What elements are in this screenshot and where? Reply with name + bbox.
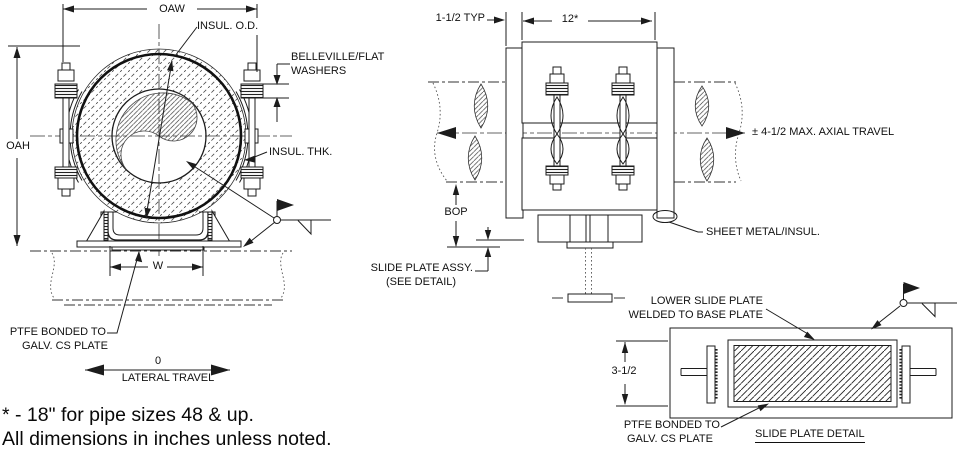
oaw-dimension — [62, 4, 258, 72]
pipe-break-lenses — [467, 83, 715, 182]
oah-dim-label: OAH — [6, 140, 30, 152]
ptfe-detail-label-line2: GALV. CS PLATE — [626, 433, 713, 445]
note-dimensions: All dimensions in inches unless noted. — [2, 428, 332, 450]
detail-view — [616, 282, 957, 428]
clamp-bolt-right — [240, 62, 264, 197]
spring-bolt-right — [611, 66, 635, 191]
typ-dimension — [487, 12, 656, 46]
oah-dimension — [8, 45, 80, 246]
insul-thk-leader — [244, 151, 268, 163]
twelve-dim-label: 12* — [561, 13, 579, 25]
side-view — [428, 12, 745, 303]
sheet-metal-leader — [668, 221, 703, 233]
axial-travel-label: ± 4-1/2 MAX. AXIAL TRAVEL — [752, 126, 895, 138]
washer-dimension — [261, 63, 290, 122]
detail-title: SLIDE PLATE DETAIL — [755, 428, 865, 443]
lateral-travel-value: 0 — [154, 355, 162, 367]
ptfe-front-label-line1: PTFE BONDED TO — [9, 326, 106, 338]
sheet-metal-edge — [652, 210, 678, 223]
twelve-dimension — [523, 17, 652, 25]
w-dim-label: W — [152, 260, 164, 272]
belleville-washers-label-line1: BELLEVILLE/FLAT — [291, 51, 385, 63]
ptfe-plate-hatch — [733, 345, 892, 402]
note-pipe-sizes: * - 18" for pipe sizes 48 & up. — [2, 404, 254, 426]
support-beam-phantom — [30, 250, 292, 306]
pipe-circle — [111, 88, 207, 184]
sheet-metal-label: SHEET METAL/INSUL. — [706, 226, 820, 238]
slide-assy-dimension — [475, 227, 492, 272]
weld-flag-detail — [871, 282, 957, 330]
detail-fastener-right — [899, 345, 937, 404]
clamp-bolt-left — [54, 62, 78, 197]
detail-fastener-left — [680, 345, 718, 404]
typ-dim-label: 1-1/2 TYP — [435, 12, 485, 24]
lateral-travel-arrow — [85, 364, 230, 376]
insulation-od-circle — [75, 52, 243, 220]
lower-plate-label-line2: WELDED TO BASE PLATE — [628, 309, 764, 321]
front-view — [8, 4, 331, 376]
pipe-cradle — [76, 209, 242, 251]
belleville-washers-label-line2: WASHERS — [291, 65, 347, 77]
slide-assy-label-line2: (SEE DETAIL) — [385, 276, 457, 288]
ptfe-front-label-line2: GALV. CS PLATE — [21, 340, 108, 352]
lower-plate-leader — [765, 308, 815, 340]
insul-od-label: INSUL. O.D. — [197, 20, 259, 32]
weld-flag-front — [186, 161, 331, 247]
clamp-body-side — [505, 41, 675, 219]
insul-thk-label: INSUL. THK. — [269, 146, 333, 158]
bop-dimension — [447, 184, 524, 248]
detail-height-dim-label: 3-1/2 — [611, 365, 637, 377]
slide-plate-assembly — [537, 214, 643, 249]
ptfe-detail-label-line1: PTFE BONDED TO — [623, 419, 720, 431]
oaw-dim-label: OAW — [159, 3, 185, 15]
axial-arrow-left — [437, 127, 456, 139]
w-dimension — [109, 246, 204, 276]
pipe-phantom-lines — [428, 81, 745, 183]
bop-dim-label: BOP — [444, 206, 468, 218]
insulation-hatch — [72, 49, 246, 223]
t-beam — [552, 248, 628, 303]
height-dimension — [616, 340, 668, 407]
ptfe-leader-front — [107, 251, 143, 334]
slide-assy-label-line1: SLIDE PLATE ASSY. — [370, 262, 473, 274]
spring-bolt-left — [545, 66, 569, 191]
axial-arrow-right — [726, 127, 745, 139]
ptfe-leader-detail — [720, 403, 769, 428]
insul-od-leader — [144, 26, 198, 219]
pipe-section-hatch — [115, 92, 198, 170]
lateral-travel-label: LATERAL TRAVEL — [121, 372, 215, 384]
lower-plate-label-line1: LOWER SLIDE PLATE — [650, 295, 763, 307]
